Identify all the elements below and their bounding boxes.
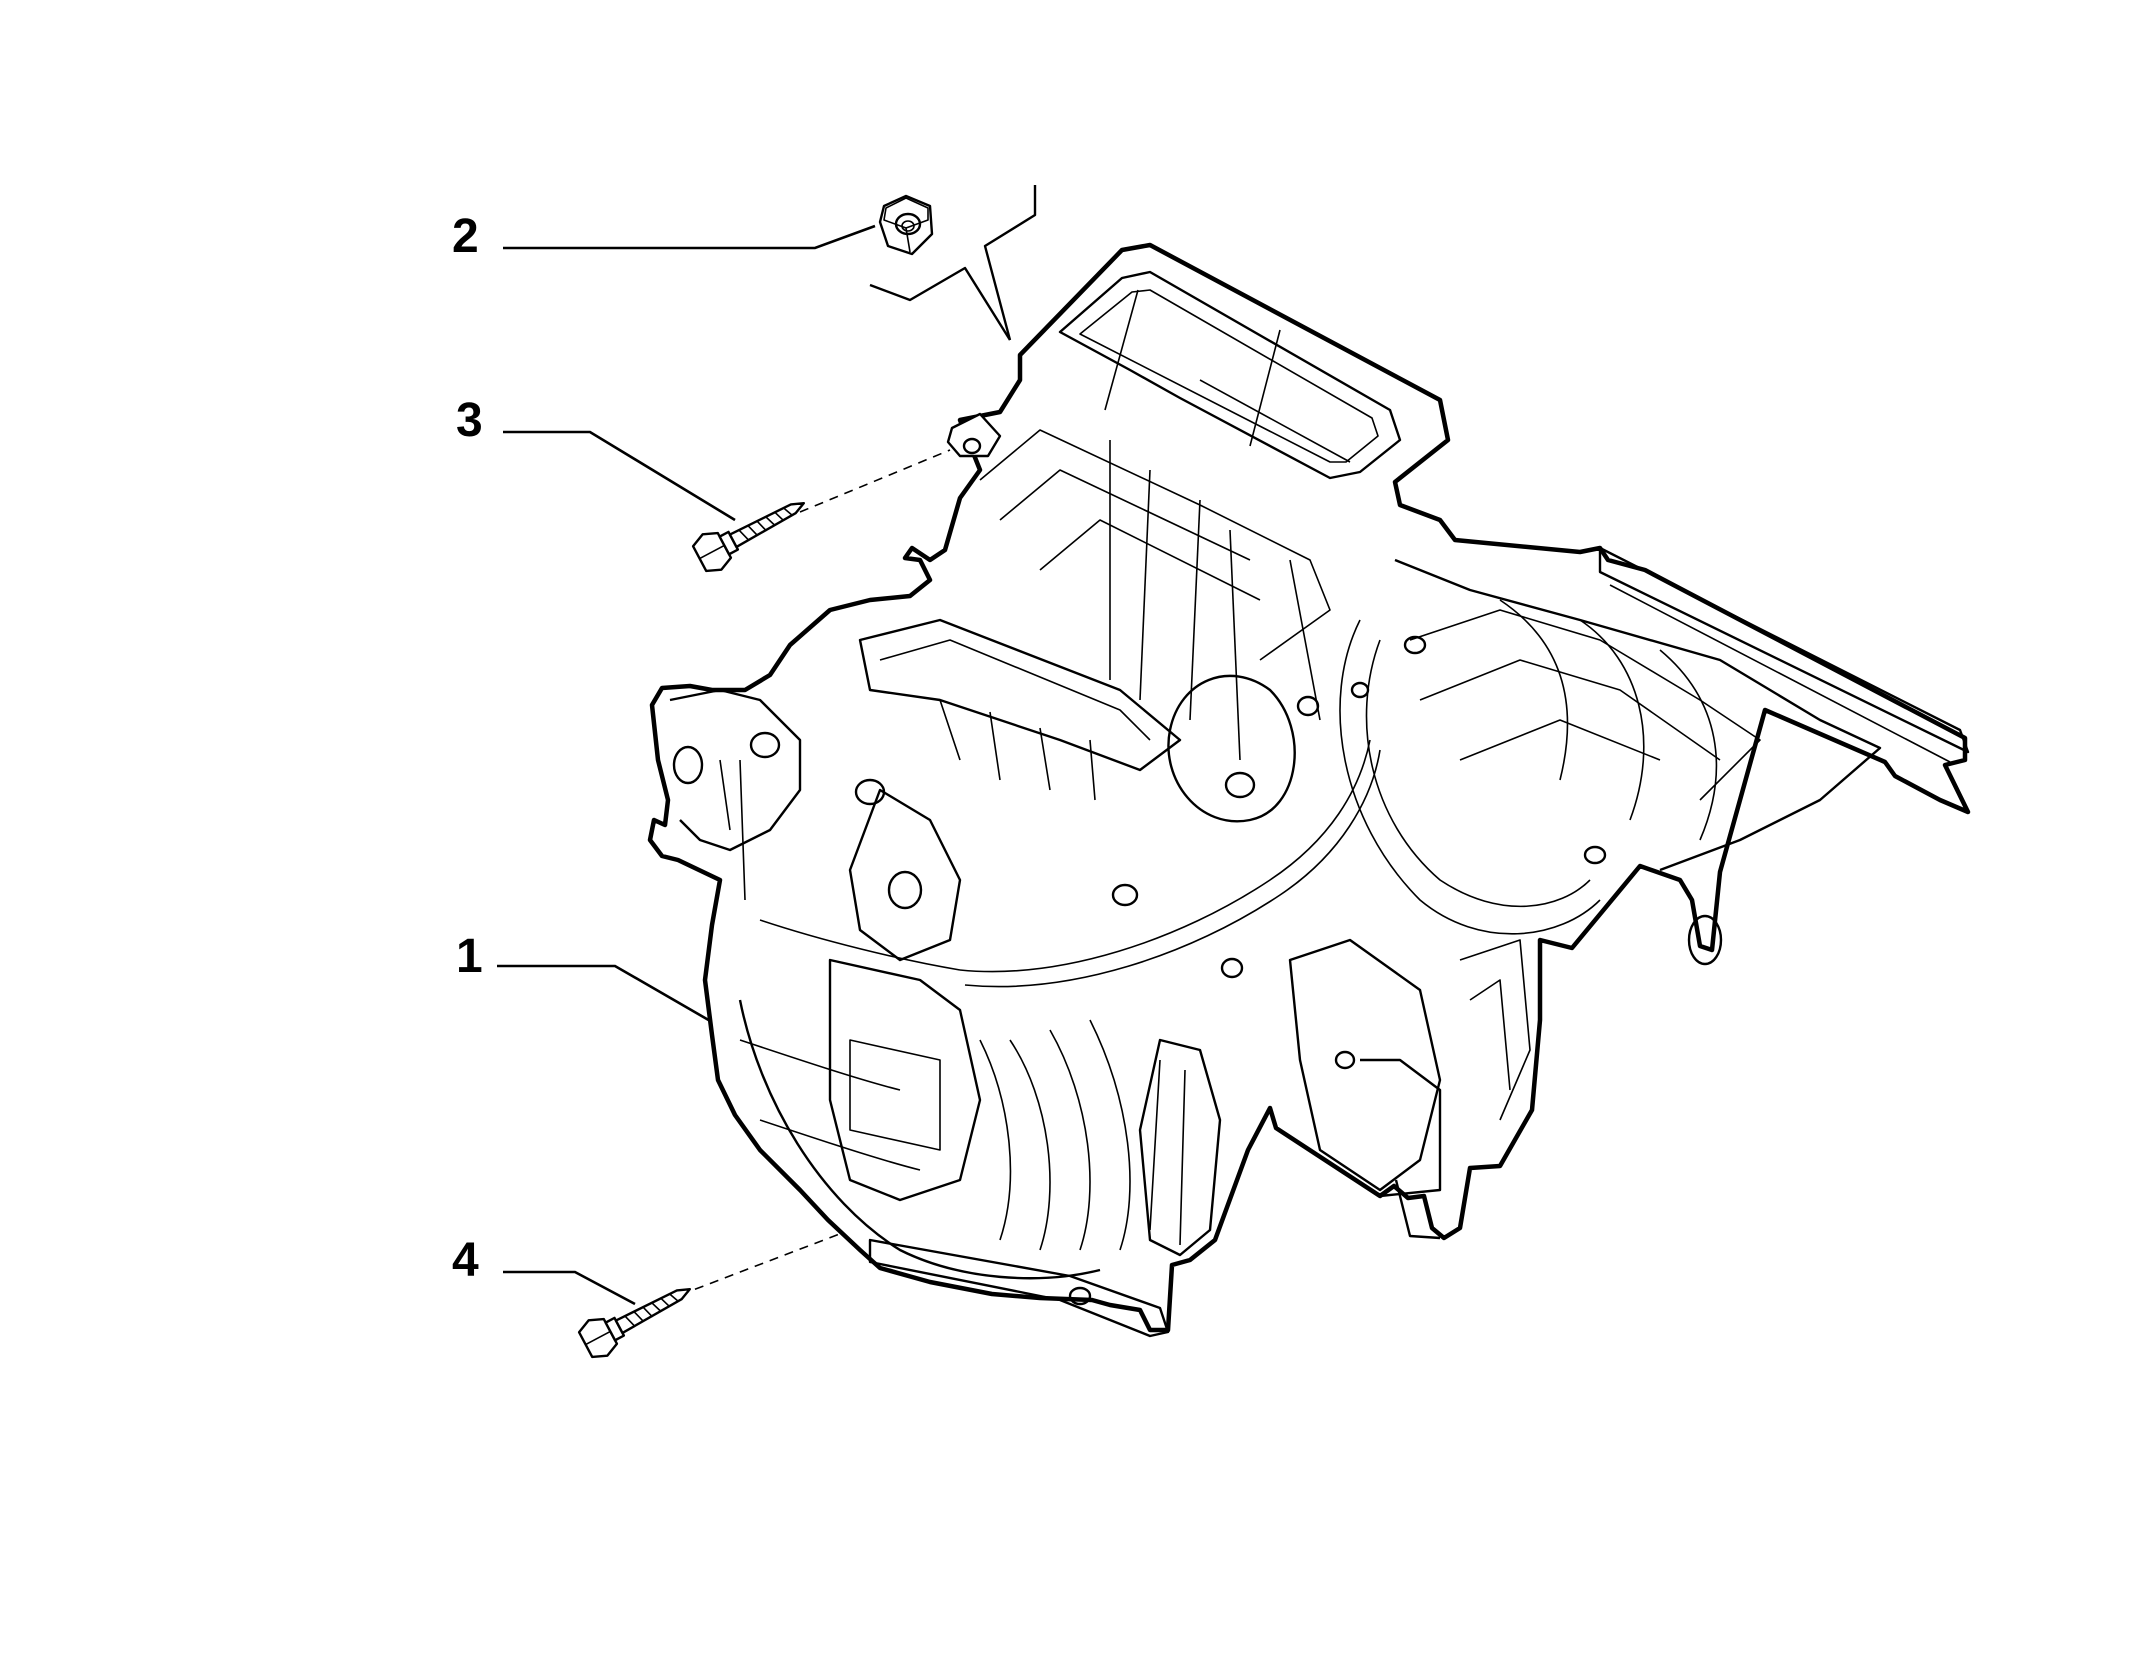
leader-line-2 (503, 224, 876, 250)
callout-1-label: 1 (456, 930, 483, 983)
leader-line-3 (503, 430, 736, 522)
axis-line-screw-3 (799, 449, 951, 513)
hex-nut-icon (878, 194, 934, 256)
axis-line-screw-4 (679, 1229, 851, 1296)
hex-head-screw-icon (577, 1287, 692, 1359)
hvac-heater-blower-housing-icon (647, 242, 1971, 1338)
cutaway-bracket-left (869, 266, 1012, 341)
callout-4-label: 4 (452, 1234, 479, 1287)
cutaway-bracket (983, 185, 1037, 341)
leader-line-1 (497, 964, 713, 1024)
leader-line-4 (503, 1270, 636, 1306)
hex-head-screw-icon (691, 501, 806, 573)
callout-3-label: 3 (456, 394, 483, 447)
callout-2-label: 2 (452, 210, 479, 263)
